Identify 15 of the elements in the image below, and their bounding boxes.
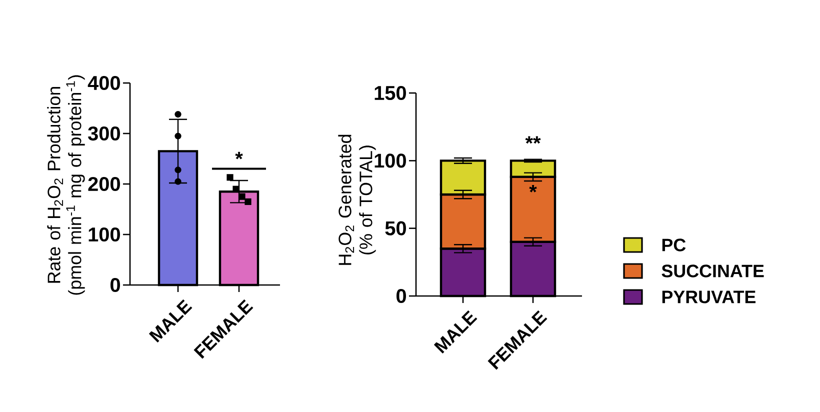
significance-marker: ** [525,136,541,144]
tick-label: 200 [88,176,120,192]
tick-label: 300 [88,126,120,141]
legend-label: PC [662,238,686,252]
tick-label: 0 [396,288,406,304]
significance-marker: * [529,184,537,192]
significance-marker: * [235,152,243,160]
tick-label: 400 [88,76,120,90]
tick-label: 50 [385,221,406,236]
tick-label: 0 [110,278,120,292]
legend-label: SUCCINATE [662,264,764,278]
legend-label: PYRUVATE [662,290,756,304]
tick-label: 100 [374,154,406,168]
tick-label: 150 [374,86,406,100]
tick-label: 100 [88,227,120,242]
